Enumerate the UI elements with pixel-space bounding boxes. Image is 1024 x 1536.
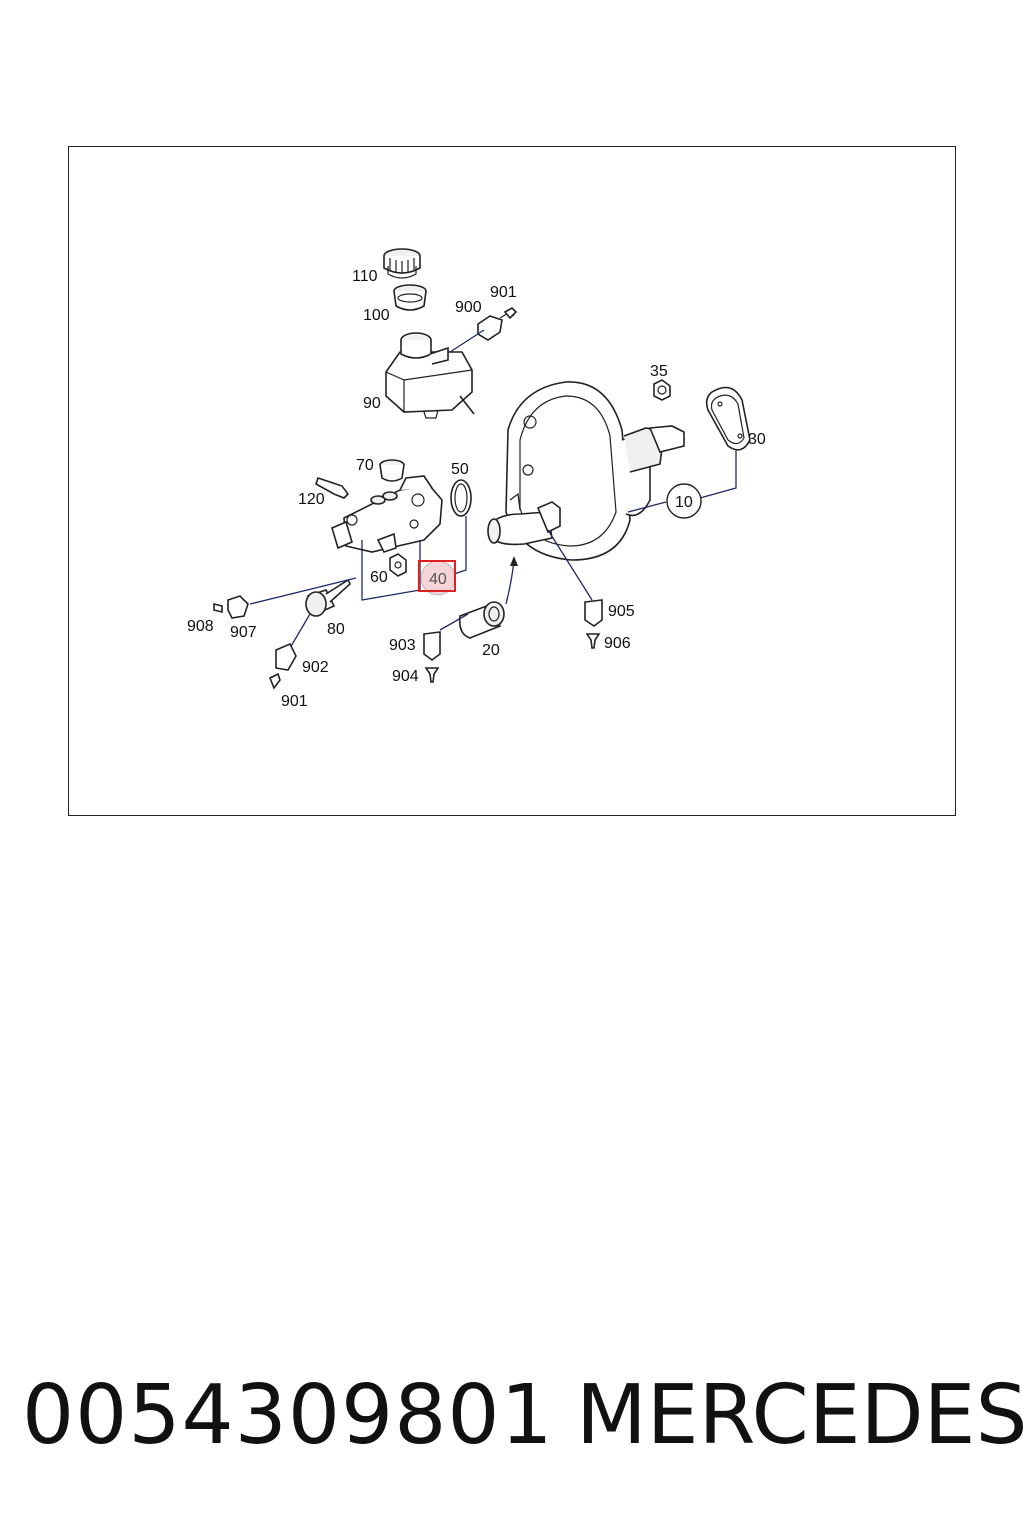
reservoir-cap-part[interactable] xyxy=(383,248,421,279)
label-905: 905 xyxy=(608,603,635,620)
connector-pin-part[interactable] xyxy=(503,307,518,320)
booster-gasket-part[interactable] xyxy=(705,386,751,451)
leader-line-f xyxy=(439,613,469,631)
callout-40-highlight[interactable] xyxy=(418,560,456,596)
brake-fluid-reservoir-part[interactable] xyxy=(385,332,475,419)
label-907: 907 xyxy=(230,624,257,641)
footer: 0054309801 MERCEDES xyxy=(0,1370,1024,1470)
master-cylinder-part[interactable] xyxy=(331,475,443,553)
leader-line-c xyxy=(453,516,467,575)
label-902: 902 xyxy=(302,659,329,676)
leader-line-a xyxy=(361,540,421,601)
plug-part[interactable] xyxy=(379,459,405,482)
assembly-arrow xyxy=(505,559,515,605)
pin-904-part[interactable] xyxy=(424,667,440,683)
label-110: 110 xyxy=(352,268,378,285)
label-100: 100 xyxy=(363,307,390,324)
connector-907-part[interactable] xyxy=(227,595,249,619)
connector-902-part[interactable] xyxy=(275,642,297,671)
label-35: 35 xyxy=(650,363,668,380)
brand-name: MERCEDES xyxy=(576,1368,1024,1463)
label-90: 90 xyxy=(363,395,381,412)
label-901-bottom: 901 xyxy=(281,693,308,710)
label-70: 70 xyxy=(356,457,374,474)
label-80: 80 xyxy=(327,621,345,638)
reservoir-strainer-part[interactable] xyxy=(393,284,427,311)
leader-line-d xyxy=(249,577,357,605)
label-20: 20 xyxy=(482,642,500,659)
connector-905-part[interactable] xyxy=(584,599,603,627)
label-40: 40 xyxy=(429,571,447,588)
brake-booster-part[interactable] xyxy=(487,381,685,561)
label-60: 60 xyxy=(370,569,388,586)
callout-10 xyxy=(627,450,737,519)
assembly-arrowhead xyxy=(510,556,518,566)
label-10: 10 xyxy=(675,494,693,511)
pin-906-part[interactable] xyxy=(585,633,601,649)
pin-908-part[interactable] xyxy=(213,602,223,614)
label-903: 903 xyxy=(389,637,416,654)
diagram-frame xyxy=(68,146,956,816)
label-50: 50 xyxy=(451,461,469,478)
part-number: 0054309801 xyxy=(22,1368,554,1463)
connector-903-part[interactable] xyxy=(423,631,441,661)
o-ring-part[interactable] xyxy=(450,479,472,517)
leader-line-g xyxy=(547,529,593,601)
label-906: 906 xyxy=(604,635,631,652)
booster-sleeve-part[interactable] xyxy=(458,601,505,639)
label-901-top: 901 xyxy=(490,284,517,301)
connector-plug-part[interactable] xyxy=(449,311,515,353)
label-908: 908 xyxy=(187,618,214,635)
label-900: 900 xyxy=(455,299,482,316)
union-nut-part[interactable] xyxy=(389,553,407,577)
label-120: 120 xyxy=(298,491,325,508)
bleed-pin-part[interactable] xyxy=(315,476,350,499)
nut-part[interactable] xyxy=(653,379,671,401)
pin-901-part[interactable] xyxy=(268,672,281,690)
label-904: 904 xyxy=(392,668,419,685)
label-30: 30 xyxy=(748,431,766,448)
sensor-part[interactable] xyxy=(305,578,351,617)
leader-line-e xyxy=(289,613,311,649)
